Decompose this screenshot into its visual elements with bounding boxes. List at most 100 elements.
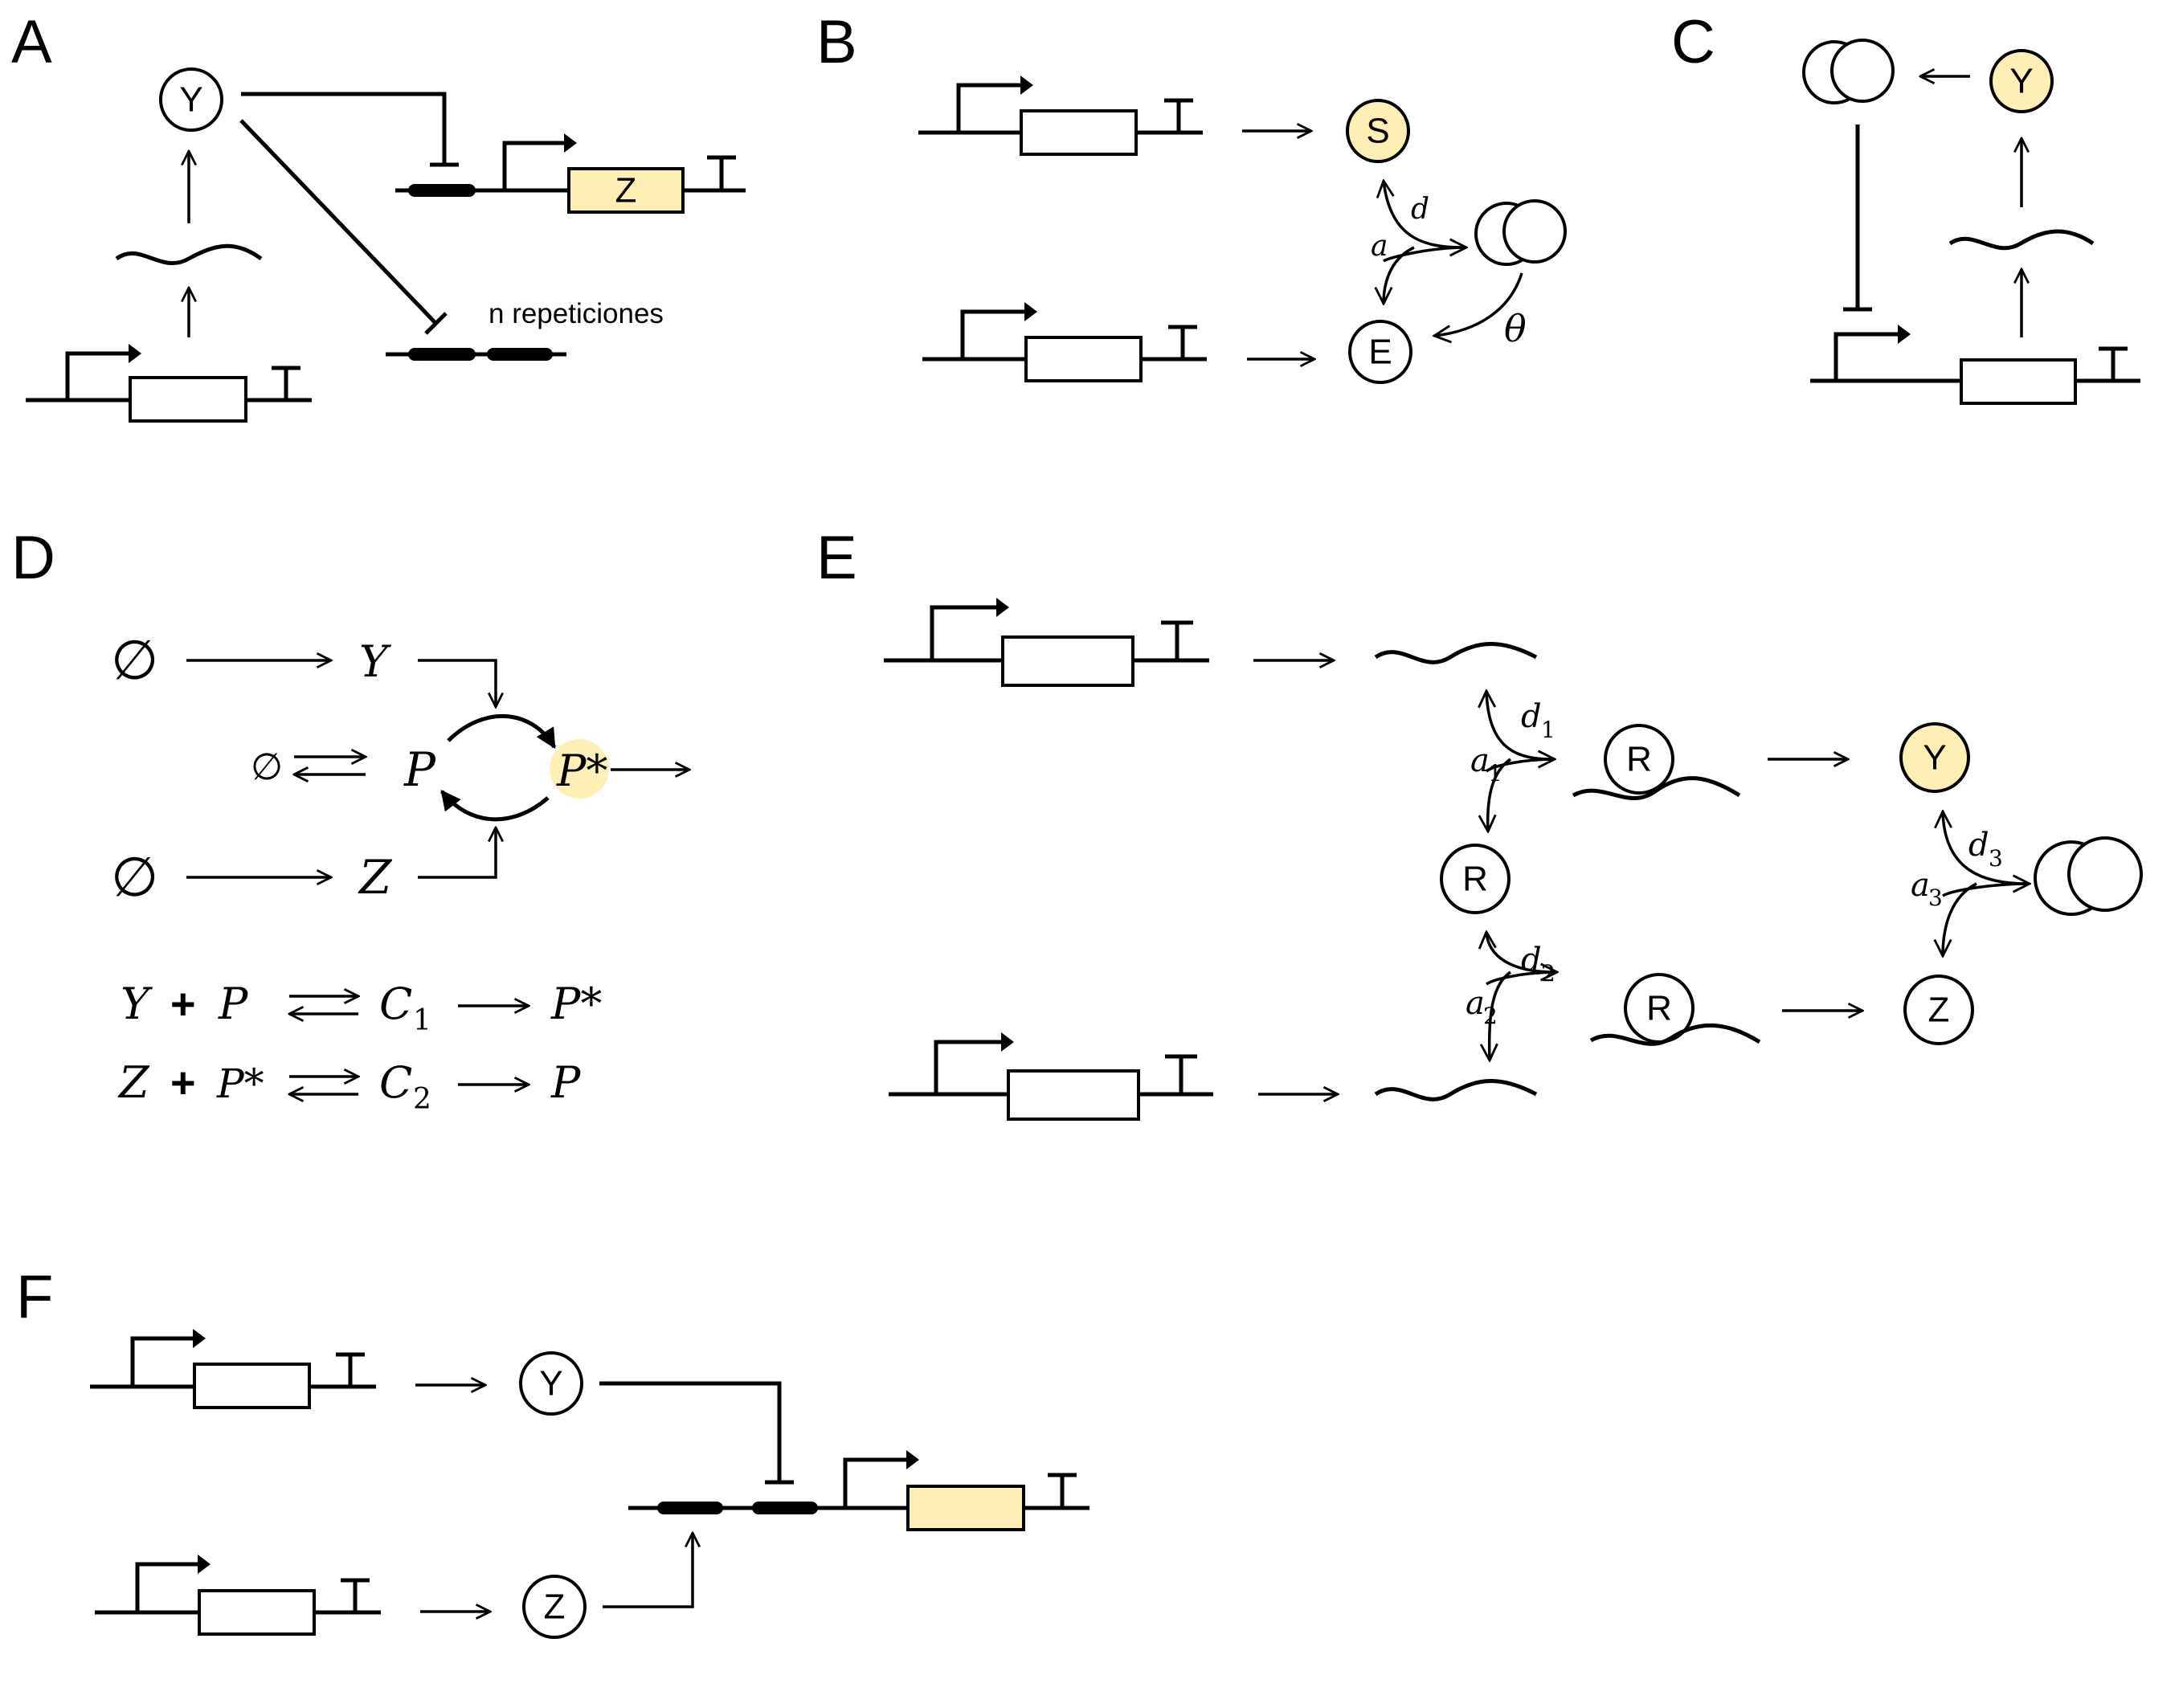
panel-e-label: E (816, 524, 857, 592)
rate-d1: d (1521, 698, 1542, 735)
node-s (1346, 99, 1410, 163)
panel-a: A Y Z (11, 8, 746, 423)
panel-a-reporter: Z (395, 133, 746, 214)
binding-arrow-2 (1485, 972, 1557, 986)
repression-line (241, 92, 447, 165)
node-r-free (1440, 844, 1511, 914)
rate-a1: a (1470, 742, 1490, 779)
rate-d: d (1411, 193, 1429, 226)
panel-f-gene-1 (90, 1329, 376, 1409)
species-y: Y (359, 636, 391, 687)
promoter-arrowhead (1001, 1032, 1014, 1052)
panel-a-repeats: n repeticiones (386, 298, 664, 361)
coding-region (1960, 358, 2077, 405)
promoter-arrow (843, 1457, 906, 1508)
reaction-1: Y + P C 1 P* (121, 979, 602, 1037)
promoter-arrow (956, 83, 1020, 133)
promoter-arrowhead (193, 1329, 206, 1348)
promoter-arrowhead (198, 1555, 211, 1574)
gene-z-label: Z (615, 171, 637, 210)
rate-theta: θ (1504, 307, 1527, 350)
species-p: P (403, 742, 436, 797)
reaction-2-lhs-b: P* (216, 1060, 264, 1107)
panel-e-gene-1 (884, 598, 1209, 687)
mrna-wave-1 (1374, 642, 1538, 664)
reaction-2-complex-sub: 2 (413, 1083, 431, 1116)
ribosome-bound-1-label: R (1626, 740, 1652, 779)
dephosphorylation-arc (440, 790, 550, 822)
binding-input-arrow (1384, 246, 1415, 304)
node-z-label: Z (1928, 991, 1950, 1030)
empty-set-mid: ∅ (251, 745, 283, 788)
promoter-arrowhead (906, 1450, 919, 1469)
panel-d: D ∅ Y ∅ P P* ∅ Z Y + P C 1 P* (11, 524, 689, 1116)
node-y-label: Y (1923, 738, 1946, 778)
promoter-arrow (65, 351, 129, 400)
node-y (159, 67, 223, 132)
rate-a: a (1371, 230, 1388, 263)
activation-arrow (603, 1533, 693, 1608)
coding-region (193, 1363, 311, 1409)
panel-b-gene-2 (922, 302, 1207, 382)
gene-z-box (567, 167, 685, 214)
repression-line (599, 1381, 782, 1482)
ribosome-bound-2-label: R (1646, 989, 1672, 1028)
empty-set-bottom: ∅ (111, 846, 158, 909)
mrna-wave (1948, 229, 2095, 251)
node-y-label: Y (179, 80, 202, 120)
coding-region (129, 376, 247, 423)
complex-right (1502, 199, 1567, 264)
reaction-1-complex: C (379, 979, 412, 1029)
panel-b: B S E d a θ (816, 8, 1567, 384)
node-y (519, 1351, 583, 1416)
rate-d2: d (1521, 942, 1542, 979)
reaction-2: Z + P* C 2 P (117, 1057, 582, 1116)
repression-bar-diagonal (424, 312, 448, 335)
panel-c-gene (1810, 325, 2140, 405)
promoter-arrow (130, 1336, 193, 1387)
mrna-bound-2 (1589, 1024, 1761, 1046)
conversion-arrow (1434, 272, 1523, 336)
rate-a3-sub: 3 (1928, 885, 1943, 911)
complex-right (2067, 836, 2143, 912)
node-e-label: E (1368, 333, 1392, 372)
reporter-box (906, 1485, 1025, 1531)
panel-a-label: A (11, 8, 52, 76)
reaction-1-plus: + (170, 980, 196, 1028)
coding-region (198, 1589, 316, 1636)
ribosome-bound-1 (1604, 724, 1674, 795)
reaction-2-lhs-a: Z (117, 1057, 150, 1108)
binding-arrow-1 (1485, 759, 1555, 773)
species-z: Z (358, 850, 393, 905)
complex-right (1830, 39, 1895, 103)
phosphorylation-arc (447, 714, 557, 750)
binding-input-arrow-2 (1490, 970, 1512, 1060)
panel-c: C Y (1671, 8, 2140, 405)
binding-arrow-3 (1942, 884, 2030, 897)
coding-region (1001, 635, 1134, 687)
promoter-arrowhead (996, 598, 1009, 617)
node-s-label: S (1366, 112, 1389, 151)
reaction-1-product: P* (550, 979, 602, 1029)
coding-region (1020, 109, 1138, 156)
rate-a3: a (1911, 867, 1930, 904)
species-pstar: P* (556, 746, 607, 796)
coding-region (1024, 336, 1143, 382)
promoter-arrow (1833, 332, 1898, 381)
reaction-2-complex: C (379, 1057, 412, 1108)
node-y (1899, 722, 1970, 793)
panel-f-reporter (628, 1450, 1089, 1531)
rate-d3: d (1968, 827, 1989, 864)
promoter-arrow (960, 309, 1024, 359)
reaction-1-complex-sub: 1 (413, 1004, 431, 1037)
coding-region (1007, 1069, 1140, 1121)
promoter-arrowhead (1020, 76, 1033, 95)
panel-e: E R d 1 a 1 R (816, 524, 2143, 1121)
panel-f-gene-2 (95, 1555, 381, 1636)
node-y (1989, 49, 2054, 113)
panel-b-label: B (816, 8, 857, 76)
node-r-free-label: R (1462, 860, 1488, 899)
node-y-label: Y (539, 1364, 562, 1404)
mrna-bound-1 (1572, 776, 1741, 801)
